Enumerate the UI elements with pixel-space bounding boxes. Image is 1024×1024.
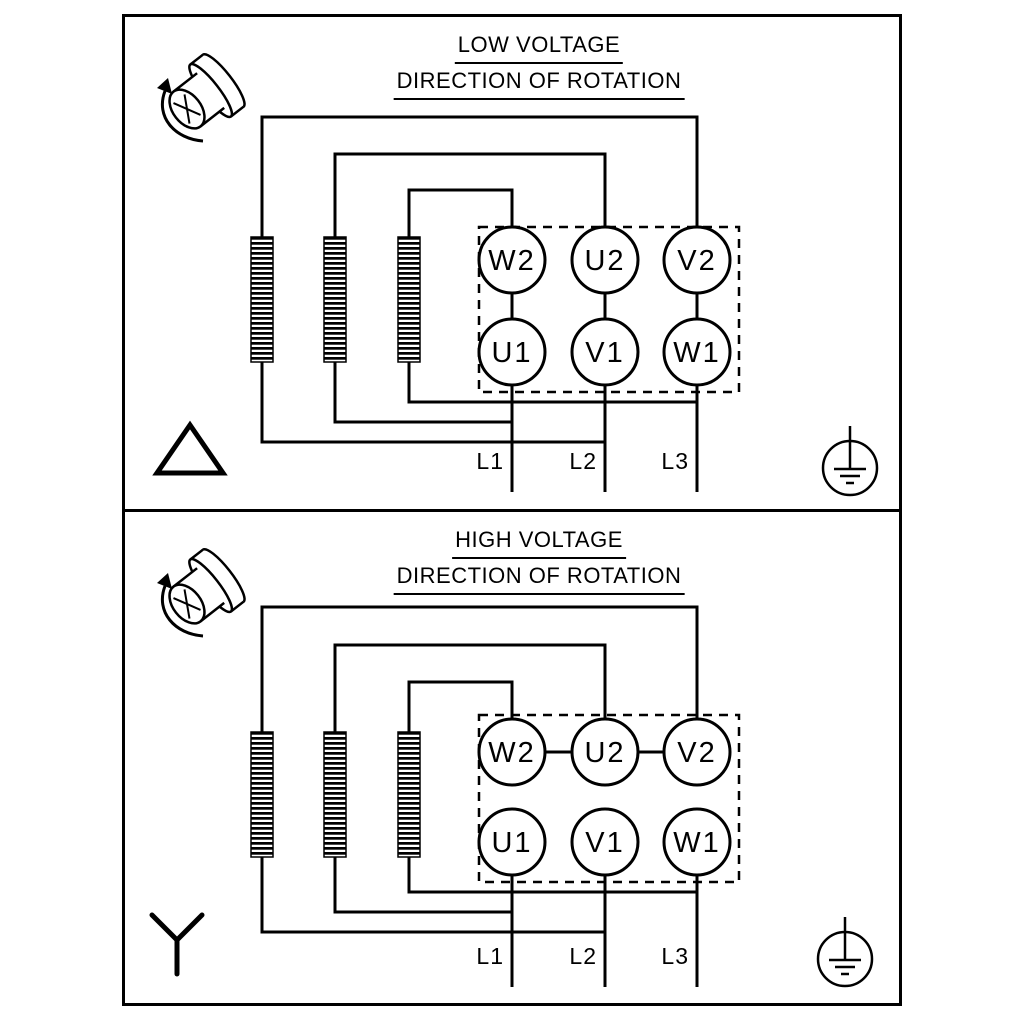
supply-label-l1: L1 (476, 448, 504, 474)
terminal-v2 (662, 225, 732, 295)
terminal-label-v1: V1 (585, 337, 624, 369)
supply-label-l2: L2 (569, 448, 597, 474)
supply-label-l3: L3 (661, 943, 689, 969)
panel-low-voltage: LOW VOLTAGE DIRECTION OF ROTATION (125, 17, 899, 509)
terminals (477, 225, 732, 387)
shaft-rotation-icon (157, 547, 246, 638)
panel-subtitle: DIRECTION OF ROTATION (393, 68, 685, 100)
shaft-rotation-icon (157, 52, 246, 143)
winding-coil (250, 731, 274, 858)
panel-high-voltage: HIGH VOLTAGE DIRECTION OF ROTATION (125, 512, 899, 1004)
terminal-u1 (477, 807, 547, 877)
terminal-v1 (570, 807, 640, 877)
terminal-label-u1: U1 (491, 337, 532, 369)
diagram-frame: LOW VOLTAGE DIRECTION OF ROTATION (122, 14, 902, 1006)
supply-label-l2: L2 (569, 943, 597, 969)
winding-coil (250, 236, 274, 363)
rotation-arrowhead (157, 78, 172, 94)
terminal-label-u2: U2 (584, 245, 625, 277)
delta-bridge-links (510, 293, 699, 319)
high-voltage-diagram-svg: W2 U2 V2 U1 V1 W1 L1 L2 L3 (149, 547, 874, 988)
delta-symbol (152, 420, 228, 476)
low-voltage-diagram-svg: W2 U2 V2 U1 V1 W1 L1 L2 L3 (152, 52, 879, 497)
panel-divider (125, 509, 899, 512)
rotation-arrow (160, 90, 204, 143)
rotation-arrowhead (157, 573, 172, 589)
terminal-label-v1: V1 (585, 827, 624, 859)
terminal-label-u1: U1 (491, 827, 532, 859)
winding-coil (397, 236, 421, 363)
stator-windings (250, 236, 421, 363)
terminal-label-w1: W1 (673, 337, 721, 369)
supply-line-labels: L1 L2 L3 (476, 943, 689, 969)
terminal-u1 (477, 317, 547, 387)
terminal-label-v2: V2 (677, 737, 716, 769)
terminal-label-u2: U2 (584, 737, 625, 769)
panel-subtitle: DIRECTION OF ROTATION (393, 563, 685, 595)
wiring-lines (260, 115, 699, 492)
terminal-label-w2: W2 (488, 737, 536, 769)
panel-title: HIGH VOLTAGE (452, 527, 626, 559)
terminal-w1 (662, 317, 732, 387)
terminal-w2 (477, 225, 547, 295)
terminal-w1 (662, 807, 732, 877)
supply-line-labels: L1 L2 L3 (476, 448, 689, 474)
stator-windings (250, 731, 421, 858)
winding-coil (323, 731, 347, 858)
panel-title: LOW VOLTAGE (454, 32, 624, 64)
supply-label-l3: L3 (661, 448, 689, 474)
rotation-arrow (160, 585, 204, 638)
star-symbol (149, 912, 205, 977)
terminal-u2 (570, 225, 640, 295)
terminal-label-v2: V2 (677, 245, 716, 277)
wiring-lines (260, 605, 699, 987)
winding-coil (397, 731, 421, 858)
terminal-labels: W2 U2 V2 U1 V1 W1 (488, 245, 721, 369)
ground-icon (821, 426, 879, 497)
supply-label-l1: L1 (476, 943, 504, 969)
terminal-v1 (570, 317, 640, 387)
terminal-label-w1: W1 (673, 827, 721, 859)
terminals (477, 717, 732, 877)
winding-coil (323, 236, 347, 363)
terminal-labels: W2 U2 V2 U1 V1 W1 (488, 737, 721, 859)
terminal-block-outline (477, 713, 741, 884)
ground-icon (816, 917, 874, 988)
terminal-label-w2: W2 (488, 245, 536, 277)
